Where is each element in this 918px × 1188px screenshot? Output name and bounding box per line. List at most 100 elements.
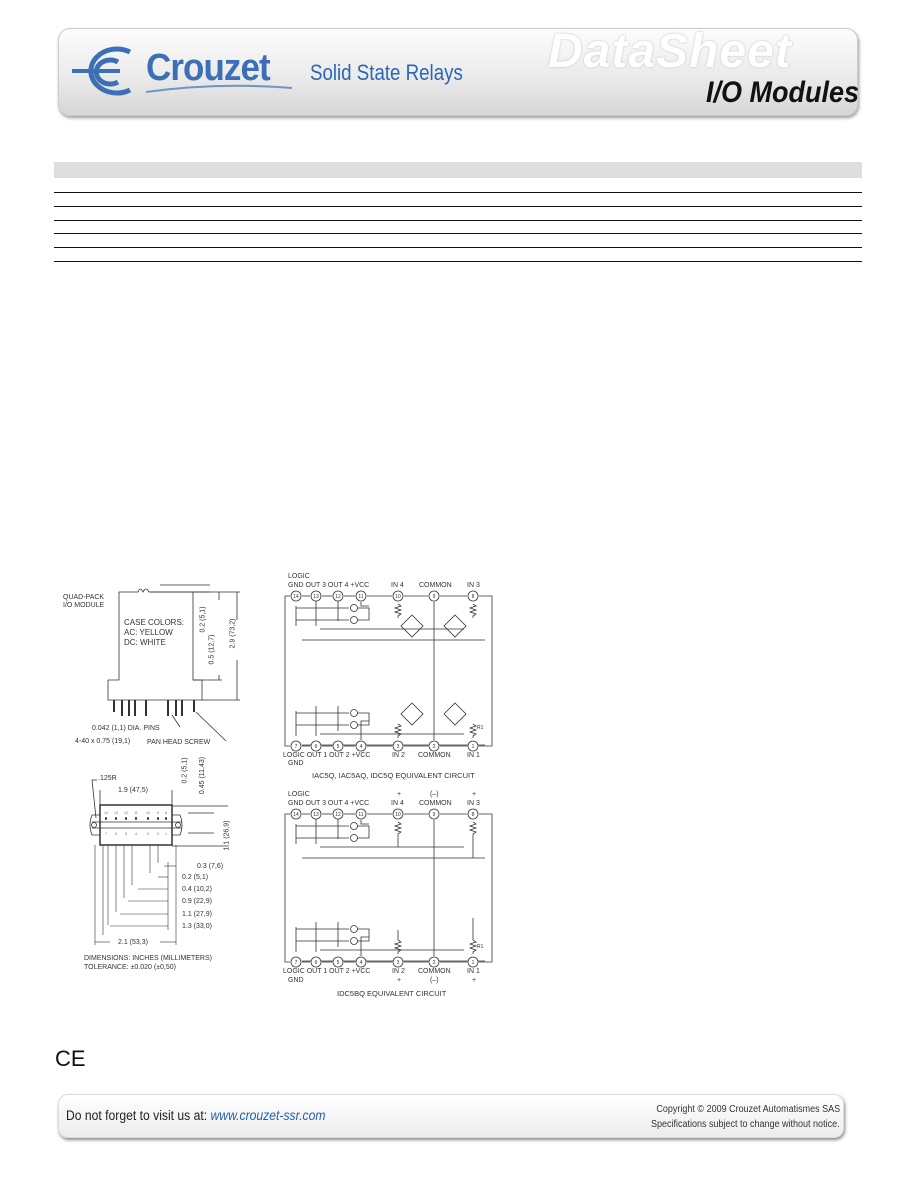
pin-terminal bbox=[332, 740, 344, 752]
pin-number: 11 bbox=[134, 811, 138, 815]
dimension-label: 1.1 (27,9) bbox=[182, 911, 212, 918]
common-label: COMMON bbox=[419, 800, 452, 807]
screw-label: PAN HEAD SCREW bbox=[147, 739, 211, 746]
pin-number: 12 bbox=[335, 594, 341, 600]
circuit-caption: IDC5BQ EQUIVALENT CIRCUIT bbox=[337, 989, 447, 998]
pin-terminal bbox=[290, 808, 302, 820]
table-rule bbox=[54, 261, 862, 262]
pin-number: 2 bbox=[433, 960, 436, 966]
pin-terminal bbox=[290, 590, 302, 602]
pin-terminal bbox=[467, 590, 479, 602]
dimension-label: 0.2 (5,1) bbox=[182, 874, 209, 881]
table-rule bbox=[54, 206, 862, 207]
pin-terminal bbox=[392, 740, 404, 752]
pin-terminal bbox=[467, 740, 479, 752]
plus-label: + bbox=[397, 791, 402, 798]
pin-terminal bbox=[428, 956, 440, 968]
dimension-label: 0.4 (10,2) bbox=[182, 886, 212, 893]
brand-name: Crouzet bbox=[146, 47, 271, 89]
pin-number: 9 bbox=[433, 812, 436, 818]
pin-terminal bbox=[310, 808, 322, 820]
dimension-label: 0.3 (7,6) bbox=[197, 863, 224, 870]
common-label: COMMON bbox=[418, 752, 451, 759]
website-link[interactable]: www.crouzet-ssr.com bbox=[210, 1108, 326, 1123]
logic-label: LOGIC bbox=[288, 791, 310, 798]
in1-label: IN 1 bbox=[467, 752, 480, 759]
pin-number: 5 bbox=[125, 832, 127, 836]
pin-number: 8 bbox=[472, 812, 475, 818]
pin-number: 3 bbox=[397, 744, 400, 750]
pin-number: 6 bbox=[315, 744, 318, 750]
dimension-label: 1.3 (33,0) bbox=[182, 923, 212, 930]
bottom-pin-labels: LOGIC OUT 1 OUT 2 +VCC bbox=[283, 968, 371, 975]
pin-terminal bbox=[290, 740, 302, 752]
pin-terminal bbox=[428, 808, 440, 820]
in2-label: IN 2 bbox=[392, 968, 405, 975]
table-rule bbox=[54, 233, 862, 234]
case-color-dc: DC: WHITE bbox=[124, 638, 166, 647]
pin-number: 10 bbox=[395, 812, 401, 818]
pin-number: 1 bbox=[165, 832, 167, 836]
pin-number: 6 bbox=[315, 960, 318, 966]
table-rule bbox=[54, 247, 862, 248]
table-rule bbox=[54, 220, 862, 221]
pin-number: 2 bbox=[157, 832, 159, 836]
footer-visit: Do not forget to visit us at: www.crouze… bbox=[66, 1108, 326, 1123]
plus-label: + bbox=[472, 977, 477, 984]
module-label: I/O MODULE bbox=[63, 602, 105, 609]
pin-number: 1 bbox=[472, 744, 475, 750]
in4-label: IN 4 bbox=[391, 800, 404, 807]
case-color-ac: AC: YELLOW bbox=[124, 628, 173, 637]
pin-terminal bbox=[332, 590, 344, 602]
pin-terminal bbox=[428, 740, 440, 752]
copyright: Copyright © 2009 Crouzet Automatismes SA… bbox=[656, 1104, 840, 1115]
pin-number: 7 bbox=[295, 744, 298, 750]
table-header-bar bbox=[54, 162, 862, 178]
pin-number: 14 bbox=[293, 594, 299, 600]
pin-number: 11 bbox=[358, 594, 363, 600]
pin-number: 4 bbox=[360, 960, 363, 966]
pin-terminal bbox=[310, 740, 322, 752]
minus-label: (–) bbox=[430, 977, 439, 984]
pin-number: 5 bbox=[337, 744, 340, 750]
pin-number: 11 bbox=[358, 812, 363, 818]
pin-number: 6 bbox=[115, 832, 117, 836]
pin-number: 10 bbox=[395, 594, 401, 600]
pin-number: 9 bbox=[157, 811, 159, 815]
pin-number: 4 bbox=[360, 744, 363, 750]
footer-banner bbox=[58, 1094, 844, 1138]
crouzet-logo-icon bbox=[72, 46, 293, 96]
pin-number: 10 bbox=[146, 811, 150, 815]
case-colors-label: CASE COLORS: bbox=[124, 618, 185, 627]
ce-mark-icon: CE bbox=[55, 1046, 86, 1071]
r1-label: R1 bbox=[477, 944, 484, 950]
in3-label: IN 3 bbox=[467, 582, 480, 589]
common-label: COMMON bbox=[419, 582, 452, 589]
pin-terminal bbox=[355, 808, 367, 820]
pin-terminal bbox=[310, 956, 322, 968]
logic-label: LOGIC bbox=[288, 573, 310, 580]
common-label: COMMON bbox=[418, 968, 451, 975]
module-label: QUAD-PACK bbox=[63, 594, 105, 601]
in4-label: IN 4 bbox=[391, 582, 404, 589]
plus-label: + bbox=[397, 977, 402, 984]
pin-number: 13 bbox=[114, 811, 118, 815]
datasheet-watermark: DataSheet bbox=[548, 25, 792, 78]
pin-number: 13 bbox=[313, 594, 319, 600]
tolerance-note: TOLERANCE: ±0.020 (±0,50) bbox=[84, 964, 176, 971]
circuit1-wiring bbox=[284, 595, 493, 747]
screw-size-label: 4-40 x 0.75 (19,1) bbox=[75, 738, 131, 745]
pin-terminal bbox=[332, 956, 344, 968]
dimension-label: 0.9 (22,9) bbox=[182, 898, 212, 905]
pin-number: 3 bbox=[147, 832, 149, 836]
pin-number: 13 bbox=[313, 812, 319, 818]
pin-number: 7 bbox=[295, 960, 298, 966]
pin-terminal bbox=[467, 956, 479, 968]
gnd-label: GND bbox=[288, 760, 304, 767]
header-subtitle: Solid State Relays bbox=[310, 60, 463, 85]
pin-number: 2 bbox=[433, 744, 436, 750]
units-note: DIMENSIONS: INCHES (MILLIMETERS) bbox=[84, 955, 212, 962]
notice: Specifications subject to change without… bbox=[651, 1119, 840, 1130]
